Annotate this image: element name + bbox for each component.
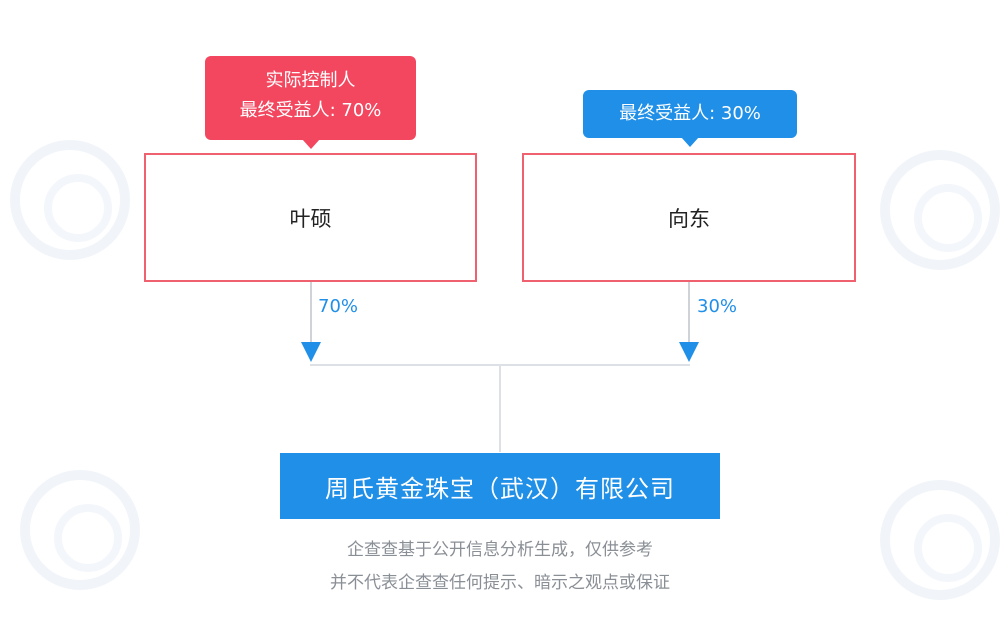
beneficiary-tag: 最终受益人: 30%	[583, 90, 797, 147]
holder-node-ye-shuo[interactable]: 叶硕	[144, 153, 477, 282]
holder-node-xiang-dong[interactable]: 向东	[522, 153, 856, 282]
share-percentage: 70%	[318, 296, 359, 317]
connector-line	[499, 364, 501, 452]
actual-controller-tag: 实际控制人 最终受益人: 70%	[205, 56, 416, 149]
tag-pointer	[301, 139, 320, 149]
actual-controller-label: 实际控制人	[265, 70, 356, 91]
connector-line	[310, 282, 312, 342]
holder-name: 叶硕	[289, 206, 332, 231]
beneficiary-label: 最终受益人: 70%	[239, 100, 382, 121]
watermark-logo	[880, 480, 1000, 600]
company-node[interactable]: 周氏黄金珠宝（武汉）有限公司	[280, 453, 720, 519]
watermark-logo	[880, 150, 1000, 270]
holder-name: 向东	[668, 206, 710, 231]
arrow-down-icon	[301, 342, 321, 362]
connector-line	[688, 282, 690, 342]
company-name: 周氏黄金珠宝（武汉）有限公司	[325, 474, 675, 503]
tag-pointer	[681, 137, 699, 147]
beneficiary-label: 最终受益人: 30%	[619, 103, 761, 124]
share-percentage: 30%	[697, 296, 738, 317]
arrow-down-icon	[679, 342, 699, 362]
disclaimer-line: 企查查基于公开信息分析生成，仅供参考	[347, 540, 653, 560]
watermark-logo	[10, 140, 130, 260]
disclaimer-line: 并不代表企查查任何提示、暗示之观点或保证	[330, 573, 670, 593]
watermark-logo	[20, 470, 140, 590]
